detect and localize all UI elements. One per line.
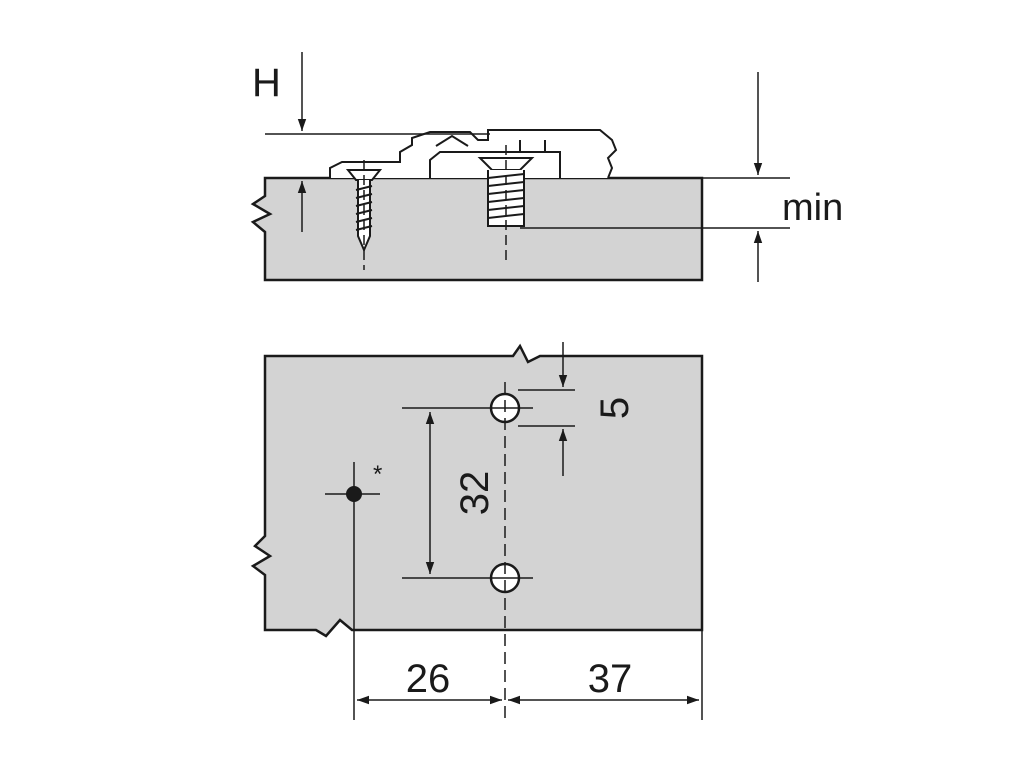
top-view-details [325, 342, 703, 720]
hole-offset-label: 5 [593, 397, 637, 419]
center-to-edge-label: 37 [588, 657, 633, 701]
height-dimension [265, 52, 490, 232]
top-panel [250, 343, 704, 638]
hole-spacing-label: 32 [453, 471, 497, 516]
euro-screw-icon [477, 145, 535, 265]
plate-inner-step [429, 151, 561, 178]
min-depth-dimension [520, 72, 790, 282]
height-label: H [252, 61, 281, 105]
edge-to-center-label: 26 [406, 657, 451, 701]
reference-marker-label: * [373, 461, 382, 488]
plate-cam-detail [435, 134, 546, 152]
reference-point-icon [346, 486, 362, 502]
min-label: min [782, 187, 843, 229]
side-view [250, 52, 790, 282]
side-panel [250, 176, 704, 282]
top-view [250, 343, 704, 638]
wood-screw-icon [345, 160, 383, 270]
